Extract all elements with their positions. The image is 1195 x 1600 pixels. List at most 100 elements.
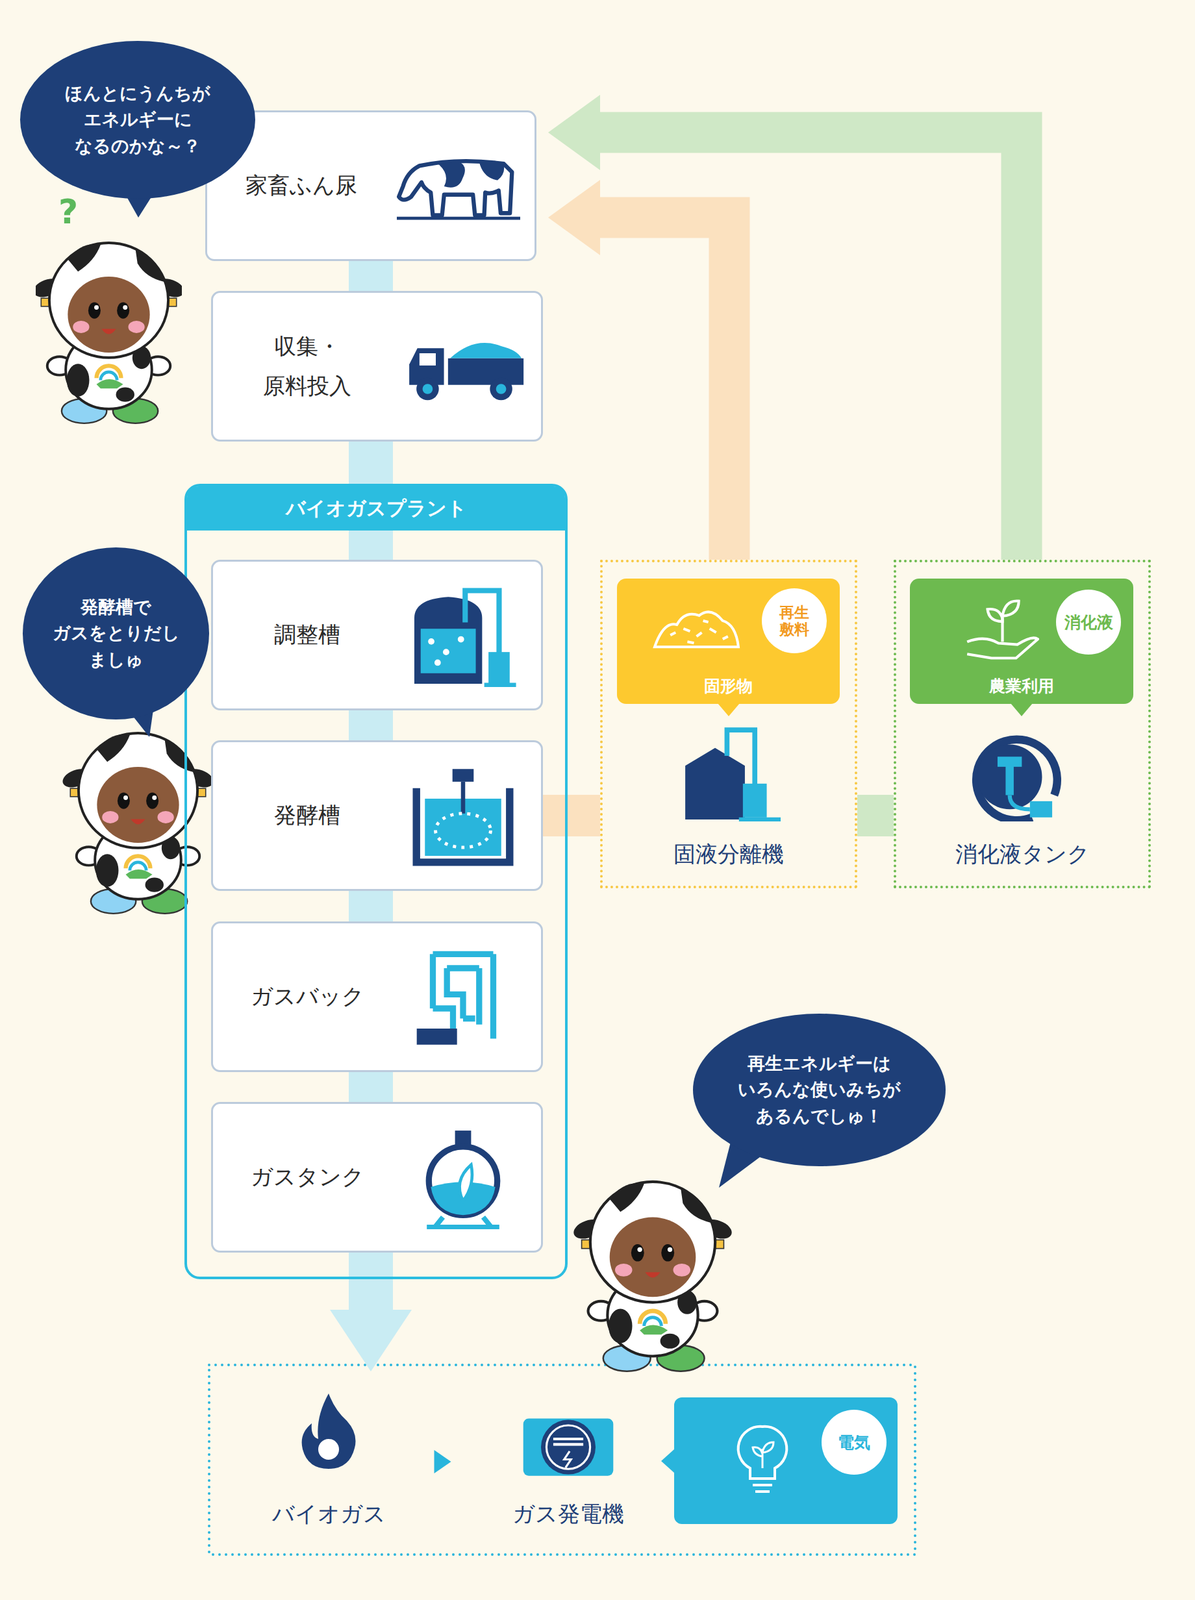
process-box: 収集・ 原料投入 bbox=[211, 290, 543, 442]
text-area: 発酵槽 bbox=[213, 742, 402, 890]
icon bbox=[407, 948, 519, 1049]
process-box: ガスバック bbox=[211, 921, 543, 1073]
illustration-part bbox=[523, 1419, 614, 1477]
flow-band bbox=[348, 891, 393, 922]
text-area: ガス発電機 bbox=[483, 1498, 653, 1531]
illustration-part bbox=[654, 611, 739, 647]
illustration-part bbox=[742, 783, 768, 818]
text-area: 再生 敷料 bbox=[761, 588, 827, 654]
mascot-question bbox=[31, 242, 188, 424]
illustration-part bbox=[965, 734, 1067, 822]
illustration-part bbox=[739, 817, 781, 822]
bubble-text: 再生エネルギーは いろんな使いみちが あるんでしゅ！ bbox=[737, 1050, 901, 1131]
illustration-part bbox=[692, 1013, 946, 1167]
illustration-part bbox=[461, 781, 466, 814]
flow-band bbox=[542, 794, 601, 837]
badge-circle: 再生 敷料 bbox=[761, 588, 827, 654]
illustration-part bbox=[661, 1449, 675, 1473]
illustration-part bbox=[426, 1217, 500, 1228]
illustration-part bbox=[437, 161, 466, 188]
illustration-part bbox=[738, 1426, 788, 1479]
illustration-part bbox=[407, 948, 519, 1049]
node-label: 再生 敷料 bbox=[779, 603, 810, 639]
illustration-part bbox=[450, 342, 522, 359]
text-area: 電気 bbox=[821, 1409, 887, 1475]
illustration-part bbox=[489, 377, 513, 401]
flow-connector bbox=[548, 94, 1022, 560]
node-label: 収集・ 原料投入 bbox=[263, 326, 352, 406]
flow-band bbox=[857, 794, 894, 837]
process-box: 調整槽 bbox=[211, 559, 543, 711]
text-area: 消化液 bbox=[1056, 589, 1121, 655]
output-card: 農業利用 消化液 bbox=[909, 578, 1134, 705]
illustration-part bbox=[752, 1485, 773, 1492]
illustration-part bbox=[416, 377, 440, 401]
illustration-part bbox=[976, 739, 1058, 821]
illustration-part bbox=[1010, 703, 1033, 718]
illustration-part bbox=[435, 813, 491, 848]
output-item: ガス発電機 bbox=[483, 1371, 653, 1538]
illustration-part bbox=[442, 648, 450, 656]
icon bbox=[964, 594, 1040, 663]
text-area: 固形物 bbox=[616, 672, 840, 699]
node-label: 消化液タンク bbox=[955, 839, 1090, 870]
illustration-part bbox=[434, 659, 441, 667]
node-label: ガスバック bbox=[250, 976, 365, 1017]
text-area: 発酵槽で ガスをとりだし ましゅ bbox=[22, 547, 210, 720]
illustration-part bbox=[670, 620, 729, 643]
flow-band bbox=[600, 217, 730, 560]
illustration-part bbox=[452, 768, 475, 782]
text-area: 消化液タンク bbox=[896, 835, 1149, 875]
text-area: 農業利用 bbox=[909, 672, 1134, 699]
node-label: 消化液 bbox=[1064, 611, 1114, 634]
illustration-part bbox=[546, 1425, 590, 1470]
flow-connector bbox=[542, 815, 601, 817]
flow-connector bbox=[548, 179, 730, 560]
flow-connector bbox=[370, 710, 372, 741]
output-item: バイオガス bbox=[257, 1371, 401, 1538]
icon bbox=[650, 598, 743, 657]
node-label: 農業利用 bbox=[989, 675, 1055, 697]
flow-connector bbox=[370, 1072, 372, 1103]
illustration-part bbox=[457, 636, 465, 643]
node-label: バイオガスプラント bbox=[285, 495, 467, 523]
illustration-part bbox=[465, 591, 499, 655]
flow-band bbox=[348, 1252, 393, 1310]
speech-bubble: 再生エネルギーは いろんな使いみちが あるんでしゅ！ bbox=[692, 1013, 946, 1167]
mascot-cheering bbox=[570, 1182, 735, 1372]
illustration-part bbox=[553, 1439, 584, 1445]
illustration-part bbox=[416, 1028, 458, 1045]
question-mark: ? bbox=[58, 192, 78, 232]
illustration-part bbox=[977, 744, 1043, 810]
arrow-head bbox=[434, 1450, 452, 1474]
illustration-part bbox=[420, 628, 477, 674]
output-frame bbox=[209, 1365, 916, 1555]
illustration-part bbox=[496, 383, 507, 395]
node-label: 電気 bbox=[837, 1432, 871, 1454]
icon bbox=[681, 726, 781, 822]
process-box: ガスタンク bbox=[211, 1102, 543, 1253]
icon bbox=[296, 1391, 362, 1473]
illustration-part bbox=[448, 358, 524, 386]
illustration-part bbox=[540, 1420, 596, 1475]
illustration-part bbox=[20, 40, 256, 199]
illustration-part bbox=[661, 1449, 675, 1473]
illustration-part bbox=[484, 682, 517, 688]
text-area: 固液分離機 bbox=[602, 835, 855, 875]
bubble-text: 発酵槽で ガスをとりだし ましゅ bbox=[52, 594, 180, 674]
node-label: バイオガス bbox=[272, 1499, 386, 1530]
illustration-part bbox=[22, 547, 210, 720]
text-area: 調整槽 bbox=[213, 561, 402, 709]
illustration-part bbox=[1005, 765, 1014, 796]
icon bbox=[407, 767, 519, 868]
illustration-part bbox=[1010, 703, 1033, 717]
illustration-part bbox=[717, 703, 740, 717]
illustration-part bbox=[488, 652, 510, 684]
text-area: ガスバック bbox=[213, 923, 402, 1071]
illustration-part bbox=[407, 586, 519, 688]
illustration-part bbox=[318, 1439, 340, 1460]
electricity-card: 電気 bbox=[674, 1397, 898, 1525]
illustration-part bbox=[717, 703, 740, 718]
